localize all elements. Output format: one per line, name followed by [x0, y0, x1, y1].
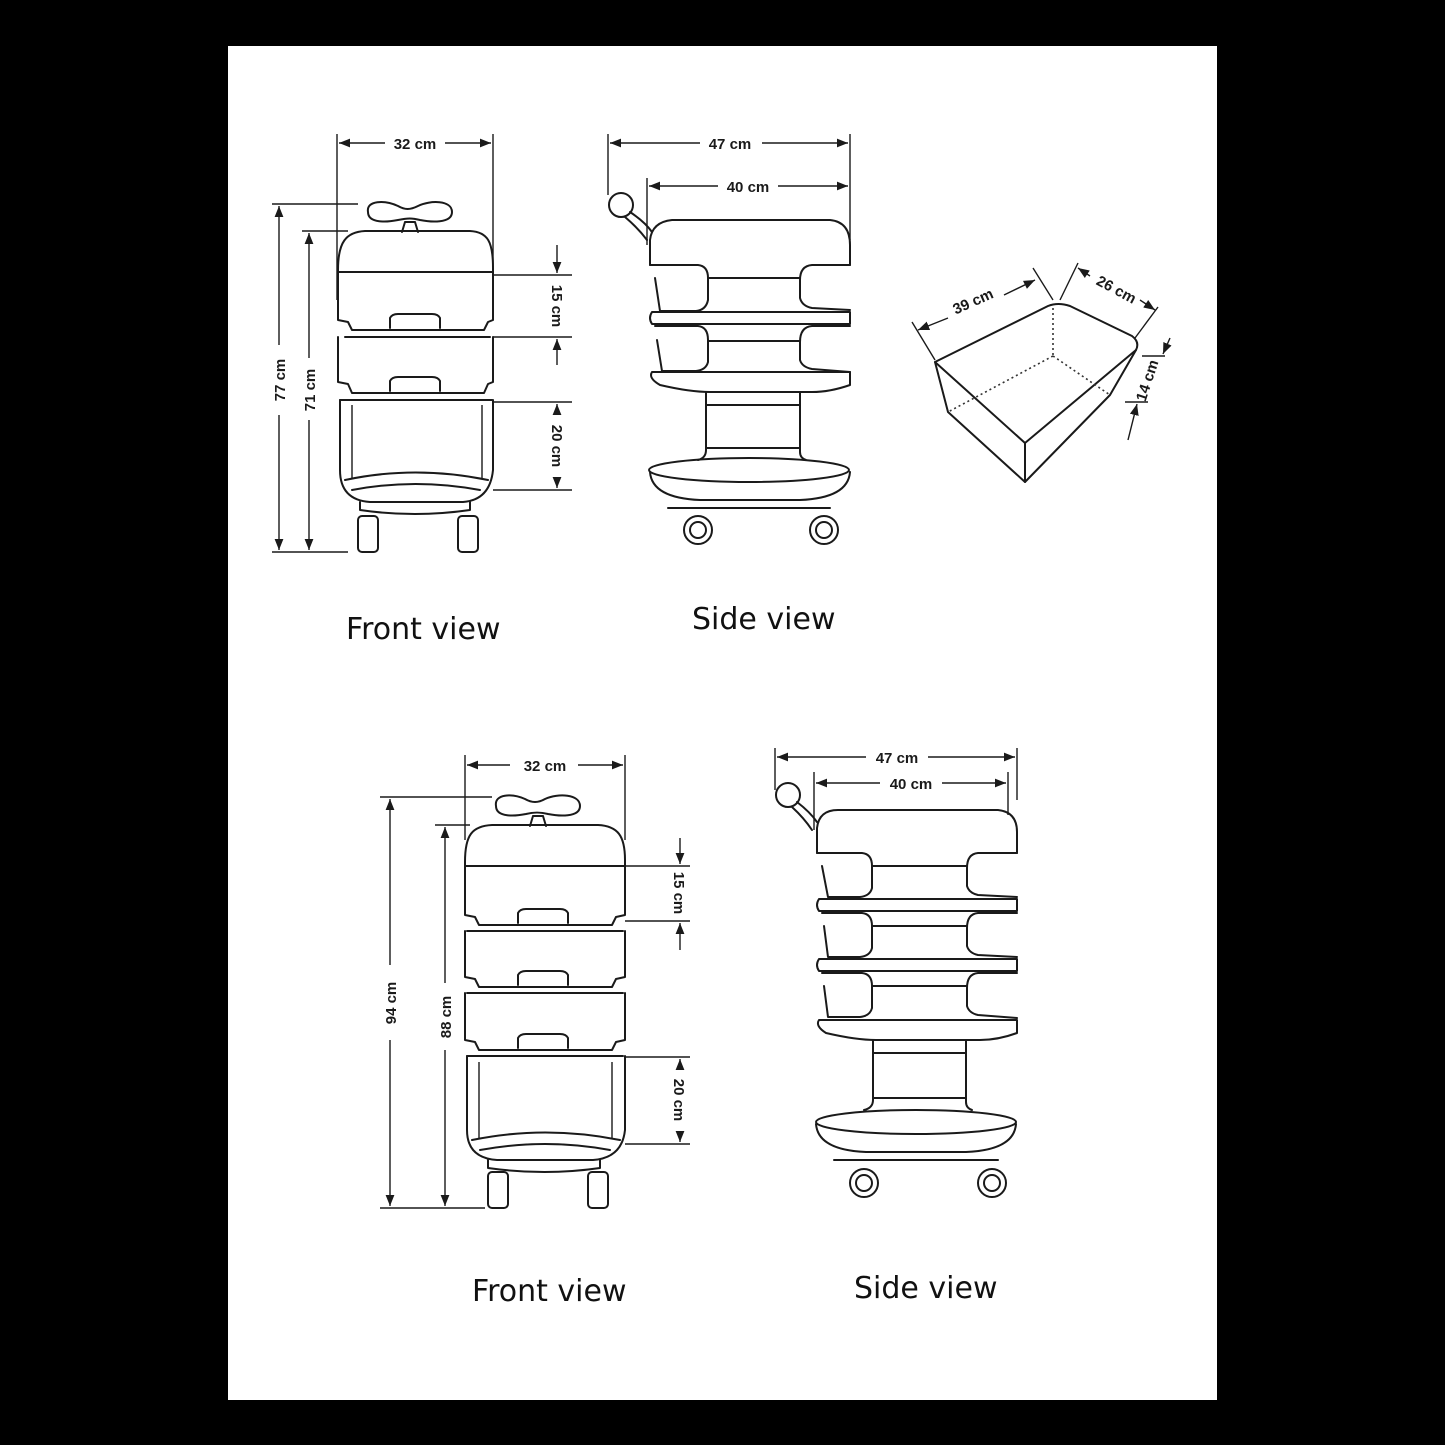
top-side-view: 47 cm 40 cm — [607, 134, 851, 545]
drawer-width-label: 26 cm — [1093, 273, 1139, 308]
body-depth-label: 40 cm — [727, 179, 770, 196]
top-front-view: 32 cm 77 cm 71 cm — [272, 134, 572, 553]
total-height-label: 77 cm — [272, 359, 289, 402]
bottom-front-view: 32 cm 94 cm 88 cm — [380, 755, 690, 1209]
shelf-height-label: 20 cm — [548, 425, 565, 468]
bottom-front-view-caption: Front view — [472, 1274, 627, 1309]
top-front-view-caption: Front view — [346, 612, 501, 647]
drawer-detail: 39 cm 26 cm 14 cm — [911, 262, 1172, 483]
body-height-label: 88 cm — [438, 996, 455, 1039]
bottom-side-view: 47 cm 40 cm — [774, 748, 1018, 1198]
shelf-height-label: 20 cm — [670, 1079, 687, 1122]
drawer-height-label: 15 cm — [548, 285, 565, 328]
dimension-drawing: 32 cm 77 cm 71 cm — [272, 134, 1172, 1209]
overall-depth-label: 47 cm — [709, 136, 752, 153]
width-label: 32 cm — [394, 136, 437, 153]
body-height-label: 71 cm — [302, 369, 319, 412]
overall-depth-label: 47 cm — [876, 750, 919, 767]
total-height-label: 94 cm — [383, 982, 400, 1025]
bottom-side-view-caption: Side view — [854, 1271, 998, 1306]
top-side-view-caption: Side view — [692, 602, 836, 637]
drawer-length-label: 39 cm — [950, 285, 996, 318]
drawer-height-detail-label: 14 cm — [1133, 358, 1162, 404]
width-label: 32 cm — [524, 758, 567, 775]
drawer-height-label: 15 cm — [670, 872, 687, 915]
drawing-sheet: 32 cm 77 cm 71 cm — [228, 46, 1217, 1400]
body-depth-label: 40 cm — [890, 776, 933, 793]
